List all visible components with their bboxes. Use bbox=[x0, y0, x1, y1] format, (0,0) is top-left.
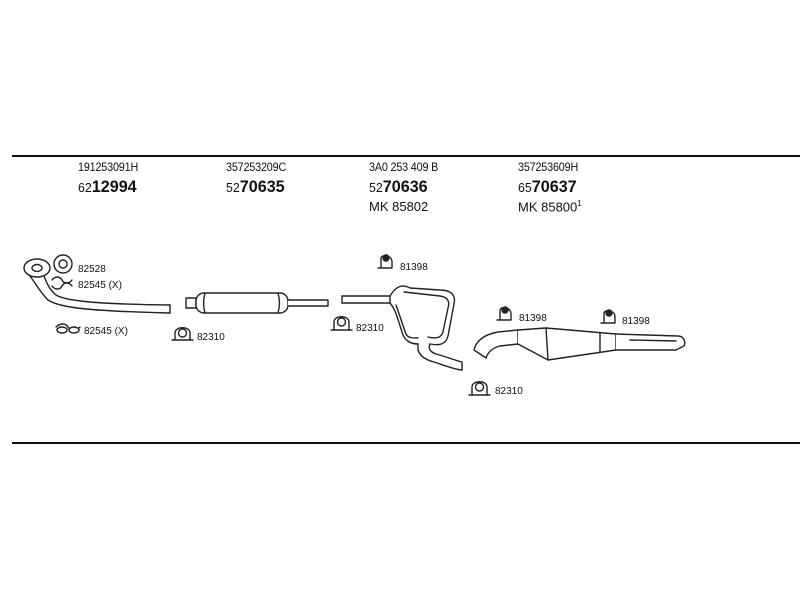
part-column-center-muffler: 357253209C 5270635 bbox=[226, 160, 293, 197]
intermediate-pipe bbox=[341, 285, 463, 371]
label-82310-3: 82310 bbox=[495, 386, 523, 397]
rear-muffler bbox=[473, 327, 686, 361]
label-82310-2: 82310 bbox=[356, 323, 384, 334]
clamp-icon bbox=[55, 323, 81, 334]
gasket-icon bbox=[53, 254, 73, 274]
part-number: 6570637 bbox=[518, 177, 577, 196]
part-number: 5270635 bbox=[226, 177, 285, 196]
u-bolt-clamp-icon bbox=[330, 316, 353, 331]
mounting-kit-number: MK 858001 bbox=[518, 199, 582, 215]
rubber-hanger-icon bbox=[377, 254, 393, 269]
oe-number: 191253091H bbox=[78, 160, 139, 174]
u-bolt-clamp-icon bbox=[171, 327, 194, 341]
part-number: 6212994 bbox=[78, 177, 137, 196]
label-81398-2: 81398 bbox=[519, 313, 547, 324]
rubber-hanger-icon bbox=[600, 309, 616, 324]
center-muffler bbox=[185, 292, 329, 314]
label-82528: 82528 bbox=[78, 264, 106, 275]
part-number: 5270636 bbox=[369, 177, 428, 196]
oe-number: 357253209C bbox=[226, 160, 287, 174]
label-82310-1: 82310 bbox=[197, 332, 225, 343]
oe-number: 3A0 253 409 B bbox=[369, 160, 439, 174]
part-column-front-pipe: 191253091H 6212994 bbox=[78, 160, 145, 197]
label-81398-3: 81398 bbox=[622, 316, 650, 327]
mounting-kit-number: MK 85802 bbox=[369, 199, 429, 214]
part-column-rear-muffler: 357253609H 6570637 MK 858001 bbox=[518, 160, 585, 214]
label-81398-1: 81398 bbox=[400, 262, 428, 273]
rubber-hanger-icon bbox=[496, 306, 512, 321]
oe-number: 357253609H bbox=[518, 160, 579, 174]
top-rule bbox=[12, 155, 800, 157]
part-column-intermediate-pipe: 3A0 253 409 B 5270636 MK 85802 bbox=[369, 160, 446, 214]
label-82545-b: 82545 (X) bbox=[84, 326, 128, 337]
clamp-icon bbox=[51, 276, 73, 290]
label-82545-a: 82545 (X) bbox=[78, 280, 122, 291]
front-pipe bbox=[23, 258, 171, 314]
u-bolt-clamp-icon bbox=[468, 381, 491, 396]
bottom-rule bbox=[12, 442, 800, 444]
